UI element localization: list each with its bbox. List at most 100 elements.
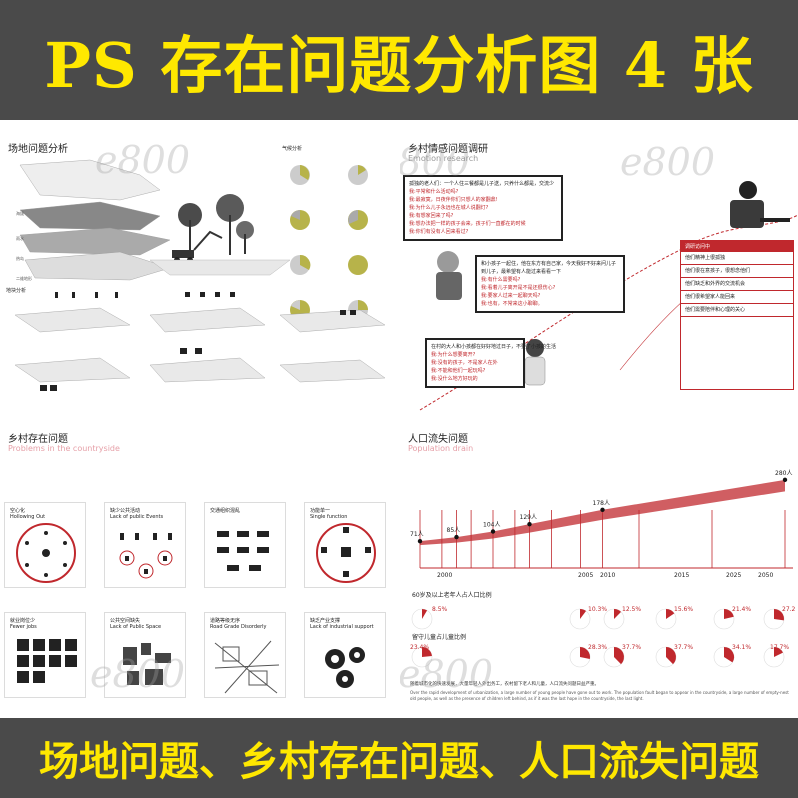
elderly-ratio-label: 60岁及以上老年人占人口比例	[412, 592, 492, 599]
excavator-icon	[172, 230, 223, 263]
pie-label: 28.3%	[588, 644, 608, 651]
population-panel-subtitle: Population drain	[408, 444, 474, 453]
climate-label: 气候分析	[282, 145, 302, 152]
terrain-layers	[19, 159, 171, 281]
data-label: 178人	[593, 500, 610, 507]
card-subtitle: Lack of public Events	[110, 514, 164, 520]
problem-card-industry: 缺乏产业支撑 Lack of industrial support	[304, 612, 386, 698]
ratio-pie	[603, 646, 625, 668]
dialog-line: 在村的大人和小孩都在好好地过日子，不要了小孩的生活	[431, 344, 557, 350]
population-panel-title: 人口流失问题	[408, 434, 468, 445]
population-footnote-en: Over the rapid development of urbanizati…	[410, 690, 789, 701]
dialog-line: 我:没有的孩子，不是家人在外	[431, 360, 498, 366]
child-photo	[524, 339, 546, 386]
bottom-banner: 场地问题、乡村存在问题、人口流失问题	[0, 718, 798, 798]
dialog-box-2: 和小孩子一起住，他在东方有自己家，今天我好不好来问儿子 到儿子，最希望有人能过来…	[475, 255, 625, 313]
ratio-pie	[713, 646, 735, 668]
dialog-box-1: 孤独的老人们：一个人住三餐都是儿子送，只养什么都是，交流少 我:平常和什么活动吗…	[403, 175, 563, 241]
year-tick: 2000	[437, 572, 453, 579]
year-tick: 2005	[578, 572, 594, 579]
old-man-phone-photo	[436, 251, 462, 300]
data-point	[417, 538, 423, 544]
ratio-pie	[411, 646, 433, 668]
ratio-pie	[713, 608, 735, 630]
data-label: 71人	[410, 531, 424, 538]
svg-text:海拔: 海拔	[16, 210, 24, 216]
card-circle	[16, 523, 76, 583]
survey-conclusion-box: 调研访问中 他们精神上很孤独 他们很在意孩子，很想念他们 他们缺乏和外界的交流机…	[680, 240, 794, 390]
ratio-pie	[655, 608, 677, 630]
card-title: 交通组织混乱	[210, 508, 241, 514]
pie-label: 12.5%	[622, 606, 642, 613]
terrain-meshes	[14, 307, 386, 383]
population-area	[420, 479, 785, 546]
problem-card-public-space: 公共空间缺失 Lack of Public Space	[104, 612, 186, 698]
card-title: 就业岗位少	[10, 618, 36, 624]
pie-label: 27.2	[782, 606, 796, 613]
ratio-pie	[569, 646, 591, 668]
card-subtitle: Lack of industrial support	[310, 624, 374, 630]
dialog-line: 我:你们有没有人回来看过?	[409, 229, 469, 235]
conclusion-item: 他们需要陪伴和心理的关心	[681, 304, 793, 317]
gears-icon	[325, 647, 365, 688]
site-analysis-panel: 场地问题分析 海拔雨水热岛二维地形	[0, 120, 398, 420]
card-subtitle: Single function	[310, 514, 348, 520]
card-subtitle: Hollowing Out	[10, 514, 46, 520]
card-subtitle: Fewer jobs	[10, 624, 37, 630]
problem-card-road-grade: 道路等级无序 Road Grade Disorderly	[204, 612, 286, 698]
dialog-line: 我:最寂寞，日夜伴你们只想人的家翻鼎!	[409, 197, 498, 203]
people-icons	[40, 292, 356, 391]
trees-icon	[178, 194, 254, 255]
dialog-box-3: 在村的大人和小孩都在好好地过日子，不要了小孩的生活 我:为什么想要离开? 我:没…	[425, 338, 557, 388]
conclusion-header: 调研访问中	[681, 241, 793, 252]
conclusion-item: 他们很希望家人能回来	[681, 291, 793, 304]
conclusion-item: 他们精神上很孤独	[681, 252, 793, 265]
woman-photo	[730, 181, 790, 228]
year-tick: 2025	[726, 572, 742, 579]
card-subtitle: Road Grade Disorderly	[210, 624, 267, 630]
left-behind-ratio-label: 留守儿童占儿童比例	[412, 634, 467, 641]
data-point	[782, 477, 788, 483]
dialog-line: 我:有什么需要吗?	[481, 277, 521, 283]
pie-label: 34.1%	[732, 644, 752, 651]
population-footnote: 随着城市化的快速发展，大量年轻人外出务工，农村留下老人和儿童，人口流失问题日益严…	[410, 682, 599, 687]
pie-label: 37.7%	[674, 644, 694, 651]
problem-card-public-events: 缺少公共活动 Lack of public Events	[104, 502, 186, 588]
banner-title: PS 存在问题分析图 4 张	[44, 29, 754, 102]
dialog-line: 我:想办法把一样的孩子会来，孩子们一直都在的时候	[409, 221, 526, 227]
banner-subtitle: 场地问题、乡村存在问题、人口流失问题	[39, 739, 759, 785]
ratio-pie	[569, 608, 591, 630]
data-point	[454, 534, 459, 540]
divider	[398, 120, 400, 718]
problem-card-hollowing: 空心化 Hollowing Out	[4, 502, 86, 588]
data-point	[600, 507, 605, 512]
pie-label: 17.7%	[770, 644, 790, 651]
top-banner: PS 存在问题分析图 4 张	[0, 0, 798, 120]
problem-card-traffic: 交通组织混乱	[204, 502, 286, 588]
site-panel-title: 场地问题分析	[8, 144, 68, 155]
pie-label: 15.6%	[674, 606, 694, 613]
dialog-line: 我:为什么想要离开?	[431, 352, 476, 358]
ratio-pie-rows	[411, 608, 785, 668]
ratio-pie	[411, 608, 433, 630]
conclusion-item: 他们缺乏和外界的交流机会	[681, 278, 793, 291]
conclusion-item: 他们很在意孩子，很想念他们	[681, 265, 793, 278]
emotion-panel-title: 乡村情感问题调研	[408, 144, 488, 155]
function-icons	[321, 527, 371, 577]
dialog-line: 我:有想家回来了吗?	[409, 213, 454, 219]
problem-card-single-function: 功能单一 Single function	[304, 502, 386, 588]
card-title: 缺乏产业支撑	[310, 618, 341, 624]
emotion-survey-panel: 乡村情感问题调研 Emotion research 孤独的老人们：一个人住三餐都…	[400, 120, 798, 420]
card-title: 功能单一	[310, 508, 331, 514]
dialog-line: 和小孩子一起住，他在东方有自己家，今天我好不好来问儿子	[481, 261, 617, 267]
data-label: 85人	[447, 527, 461, 534]
card-title: 公共空间缺失	[110, 618, 141, 624]
card-title: 缺少公共活动	[110, 508, 141, 514]
dialog-line: 我:不能和他们一起玩吗?	[431, 368, 486, 374]
preview-sheet: 场地问题分析 海拔雨水热岛二维地形	[0, 120, 798, 718]
terrain-analysis-label: 地块分析	[6, 287, 26, 294]
